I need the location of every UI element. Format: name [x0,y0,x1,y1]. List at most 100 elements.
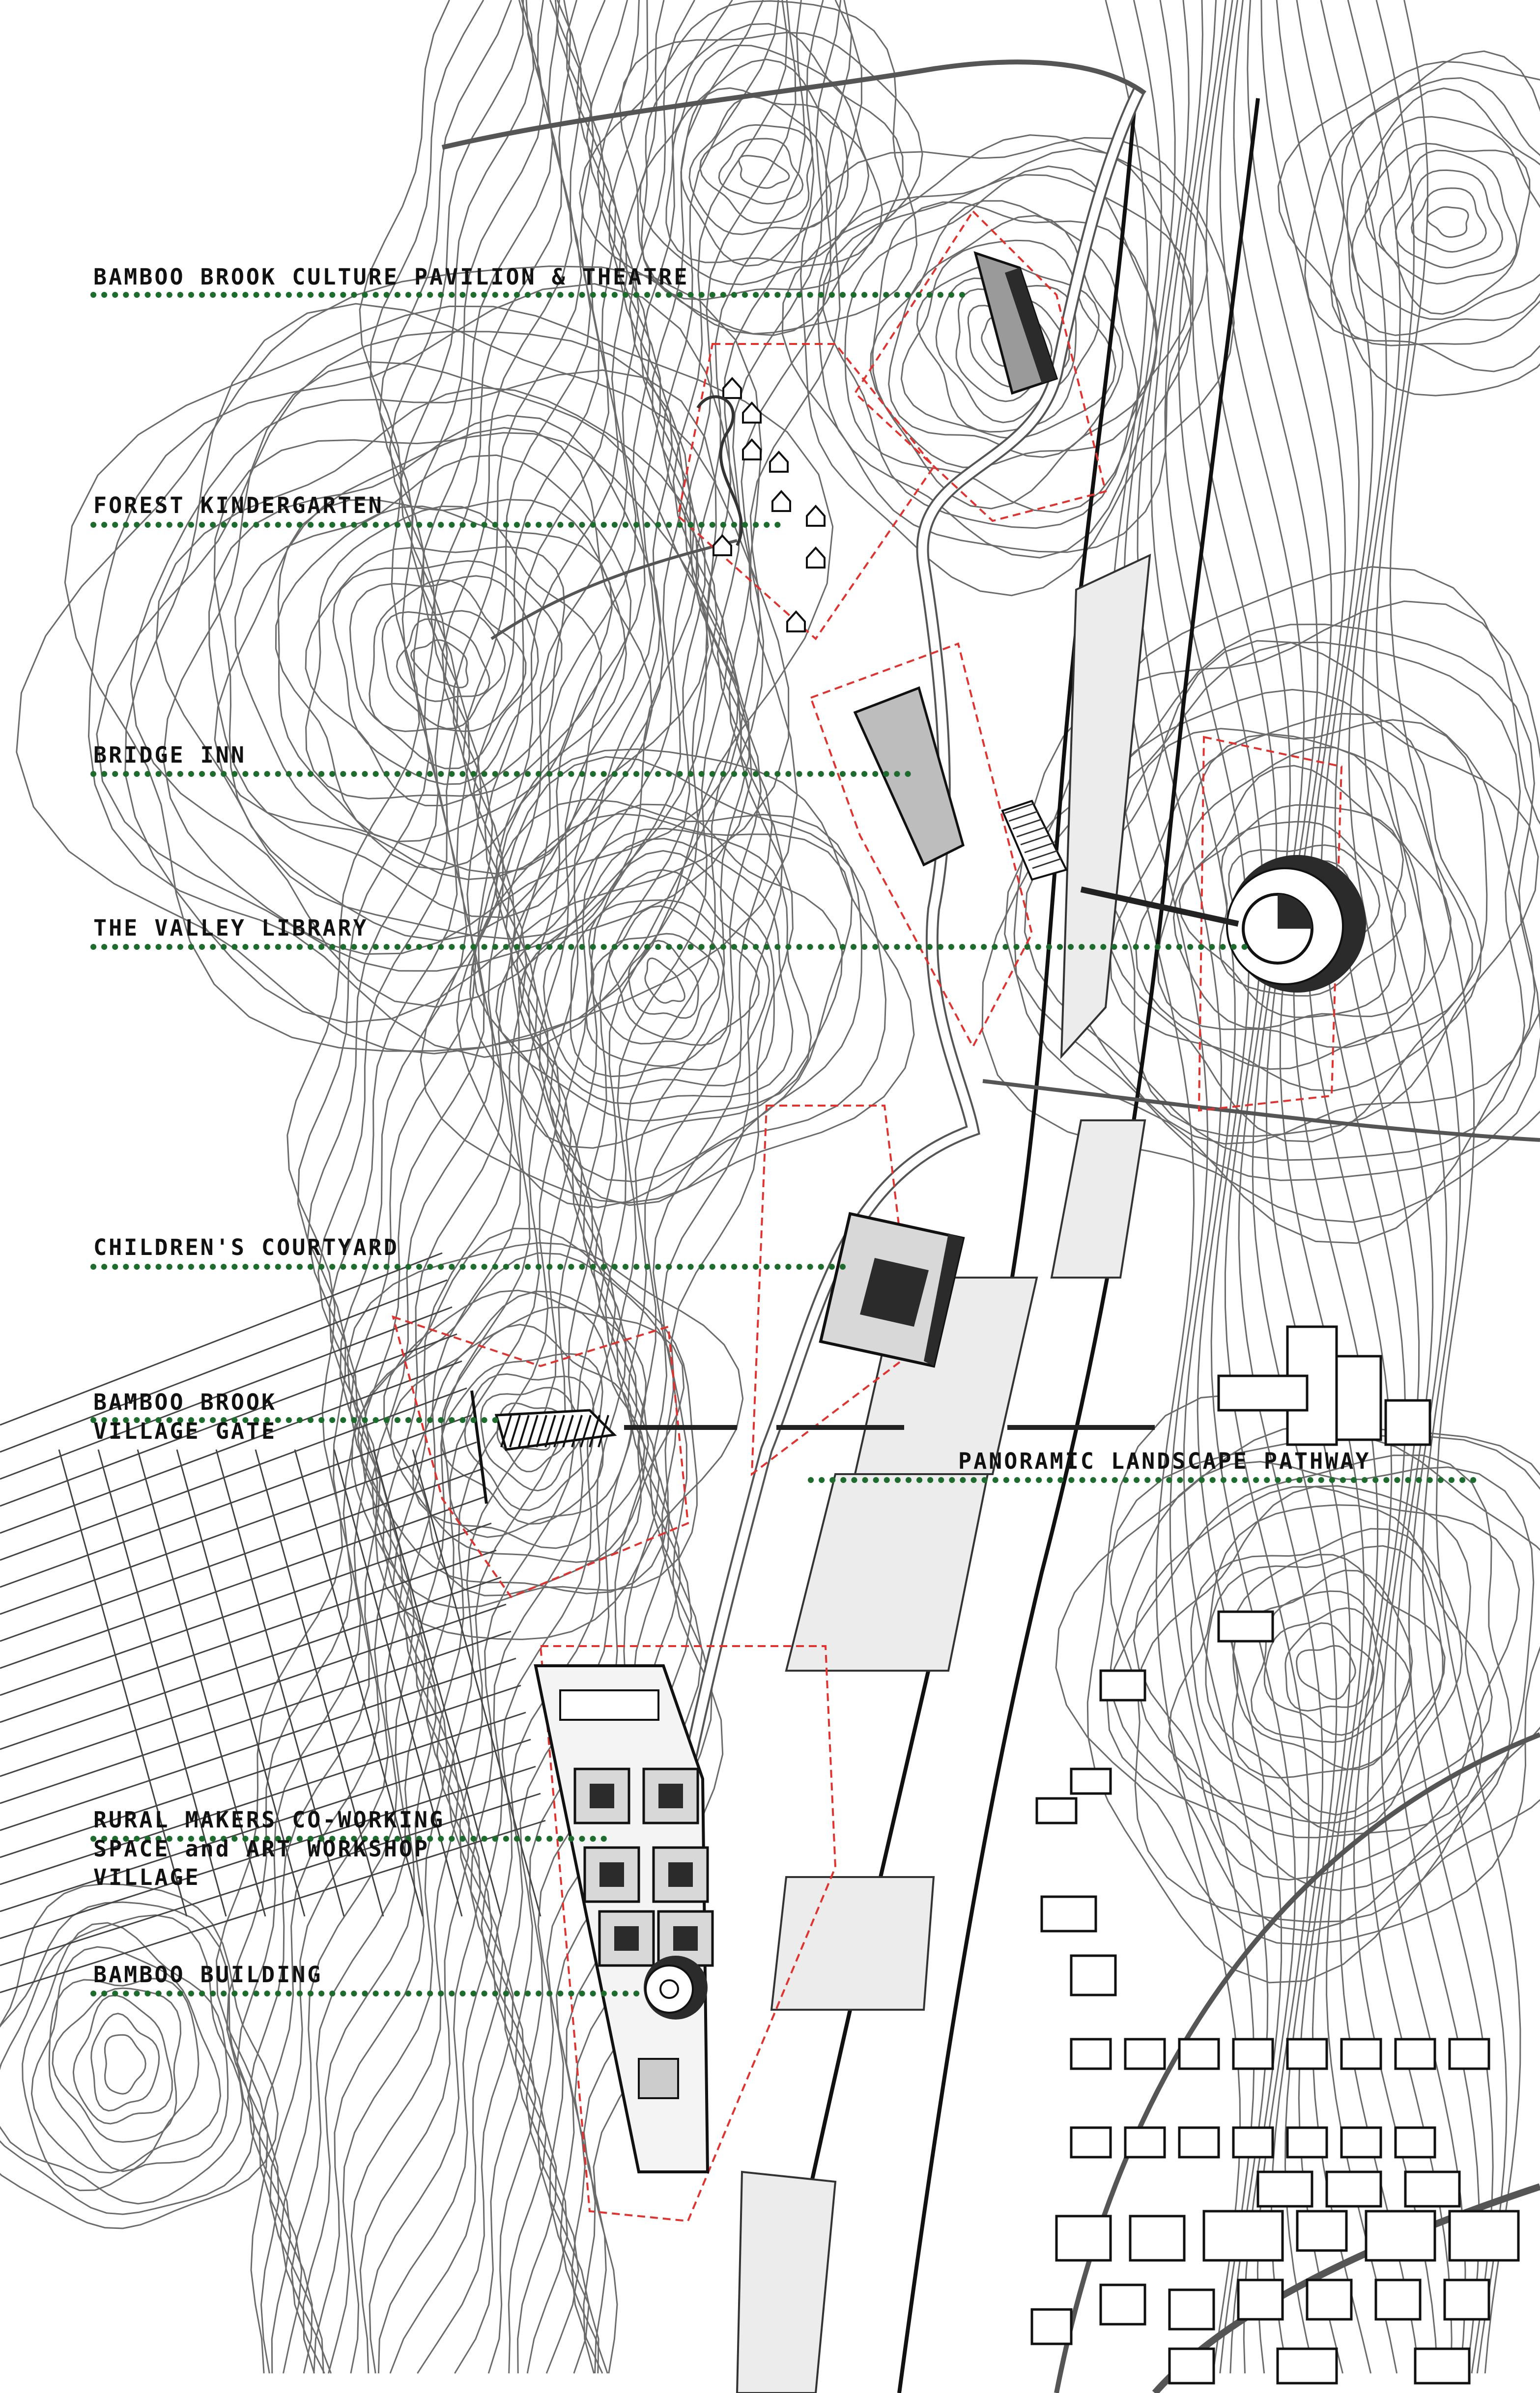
village-block [1394,2038,1436,2070]
contour-line [822,174,1192,529]
terrace-line [372,1449,502,1917]
contour-line [1110,1461,1535,1933]
contour-line [1304,50,1540,372]
terrace-line [0,1820,546,1994]
contour-line [1346,87,1540,336]
contour-line [396,618,490,702]
contour-line [412,1307,646,1549]
field-parcel [770,1876,935,2011]
contour-line [644,957,686,1004]
village-block [1414,2347,1471,2385]
contour-line [332,560,563,785]
contour-line [511,803,843,1149]
contour-line [1250,1590,1411,1743]
contour-line [359,0,610,2374]
contour-line [525,0,779,2374]
site-boundary [1198,736,1343,1112]
culture-pavilion-roof [1005,268,1056,383]
workshop-courtyard [599,1862,624,1887]
terrace-line [0,1387,467,1561]
gate-rib [536,1415,547,1448]
contour-line [72,1994,173,2125]
site-boundary [809,642,1033,1049]
contour-line [608,933,720,1040]
kindergarten-pod [742,438,762,460]
valley-library-wedge [1278,894,1312,929]
kindergarten-pod [806,546,826,569]
leader-lines [90,292,1477,1996]
terrace-line [0,1738,531,1912]
contour-line [280,0,554,2374]
upper-road [441,59,1146,150]
terrace-line [0,1414,472,1588]
terrace-line [0,1522,492,1696]
village-block [1168,2347,1215,2385]
contour-line [1395,169,1504,269]
contour-line [1330,77,1540,346]
stair-step [1012,818,1043,830]
village-block [1335,1355,1382,1441]
field-parcel [1060,553,1151,1059]
contour-line [226,0,485,2374]
village-block [1296,2210,1348,2252]
contour-line [0,1883,279,2229]
village-block [1340,2126,1382,2159]
village-block [1404,2170,1461,2208]
village-block [1306,2279,1353,2321]
terrace-line [0,1306,453,1480]
stair-step [1008,810,1039,822]
gate-rib [580,1415,592,1448]
gate-rib [598,1415,609,1448]
kindergarten-pod [769,451,789,473]
terrace-line [0,1766,536,1939]
village-block [1202,2210,1284,2262]
contour-line [214,427,653,881]
contour-line [313,0,582,2374]
contour-line [1192,0,1324,2374]
courtyard-void [860,1258,929,1327]
village-block [1030,2308,1073,2345]
contour-line [1247,0,1420,2374]
contour-line [1320,0,1480,2374]
contour-line [456,756,887,1208]
terrace-line [0,1684,521,1858]
contour-line [481,0,673,2374]
workshop-courtyard [668,1862,693,1887]
contour-line [718,138,804,205]
label-childrens-courtyard: CHILDREN'S COURTYARD [93,1234,399,1260]
contour-line [377,0,628,2374]
gate-rib [544,1415,556,1448]
contour-line [420,748,915,1204]
gate-rib [509,1415,521,1448]
contour-line [1156,746,1452,1049]
label-village-gate: BAMBOO BROOK VILLAGE GATE [93,1389,277,1444]
kindergarten-pod [771,490,791,512]
village-block [1217,1610,1274,1643]
gate-rib [500,1415,512,1448]
site-boundary [677,343,935,641]
contour-line [1364,142,1531,315]
village-block [1129,2215,1186,2262]
contour-line [1138,1485,1484,1839]
village-block [1286,2038,1328,2070]
contour-line [1378,149,1518,285]
contour-line [1178,804,1404,1018]
terrace-line [0,1468,482,1642]
contour-line [236,0,512,2374]
contour-line [1190,1528,1463,1833]
terrace-line [0,1603,507,1777]
village-block [1374,2279,1422,2321]
contour-line [87,283,765,1058]
contour-line [1106,1454,1512,1892]
village-block [1325,2170,1382,2208]
contour-line [590,905,730,1046]
village-block [1124,2126,1166,2159]
stair-step [1032,857,1062,869]
contour-line [369,0,619,2374]
contour-line [967,305,1053,388]
stair-step [1004,802,1035,814]
contour-line [570,869,770,1078]
contour-line [441,1323,633,1538]
contour-line [627,940,699,1019]
